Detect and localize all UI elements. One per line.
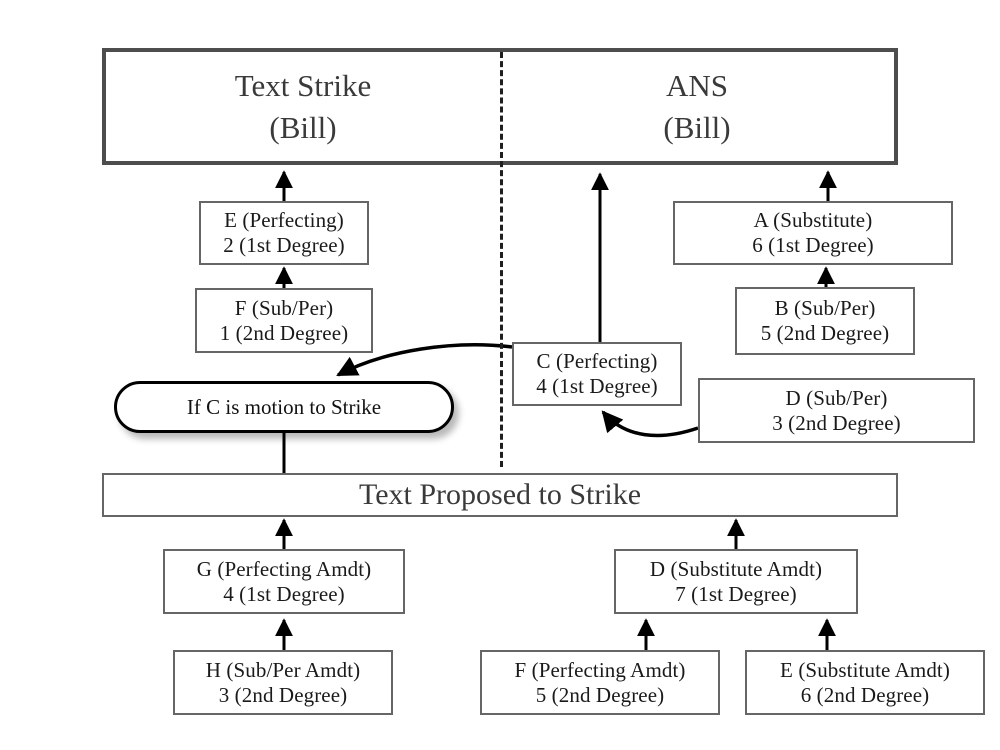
- header-ans-subtitle: (Bill): [663, 109, 731, 145]
- node-line-1: G (Perfecting Amdt): [196, 556, 372, 581]
- header-ans-title: ANS: [665, 67, 728, 103]
- mid-bar-label: Text Proposed to Strike: [358, 478, 642, 511]
- node-line-2: 5 (2nd Degree): [760, 321, 890, 345]
- node-c-perfecting: C (Perfecting) 4 (1st Degree): [512, 342, 682, 406]
- header-half-ans: ANS (Bill): [500, 52, 894, 161]
- node-line-2: 6 (1st Degree): [752, 233, 874, 257]
- node-line-1: B (Sub/Per): [774, 296, 876, 321]
- node-h-subper-amdt: H (Sub/Per Amdt) 3 (2nd Degree): [173, 650, 393, 715]
- callout-label: If C is motion to Strike: [186, 394, 382, 419]
- node-e-perfecting: E (Perfecting) 2 (1st Degree): [199, 201, 369, 265]
- node-line-2: 3 (2nd Degree): [772, 410, 901, 435]
- vertical-dashed-divider: [500, 52, 503, 467]
- node-line-1: H (Sub/Per Amdt): [205, 657, 361, 682]
- node-line-2: 6 (2nd Degree): [800, 682, 930, 707]
- node-a-substitute: A (Substitute) 6 (1st Degree): [673, 201, 953, 265]
- node-line-1: D (Substitute Amdt): [649, 556, 823, 581]
- node-line-2: 3 (2nd Degree): [218, 682, 348, 707]
- node-f-perfecting-amdt: F (Perfecting Amdt) 5 (2nd Degree): [480, 650, 720, 715]
- node-line-1: D (Sub/Per): [785, 385, 888, 410]
- header-text-strike-subtitle: (Bill): [269, 109, 337, 145]
- text-proposed-to-strike-bar: Text Proposed to Strike: [102, 473, 898, 517]
- node-line-2: 1 (2nd Degree): [219, 320, 349, 345]
- node-line-2: 2 (1st Degree): [223, 233, 345, 257]
- node-line-1: F (Perfecting Amdt): [514, 657, 686, 682]
- node-d-substitute-amdt: D (Substitute Amdt) 7 (1st Degree): [614, 549, 858, 614]
- header-text-strike-title: Text Strike: [234, 67, 372, 103]
- node-d-subper: D (Sub/Per) 3 (2nd Degree): [698, 378, 975, 443]
- node-line-2: 7 (1st Degree): [675, 581, 797, 606]
- node-line-1: E (Perfecting): [224, 208, 344, 233]
- header-half-text-strike: Text Strike (Bill): [106, 52, 500, 161]
- node-line-1: C (Perfecting): [536, 349, 658, 374]
- node-b-subper: B (Sub/Per) 5 (2nd Degree): [735, 287, 915, 355]
- node-line-2: 4 (1st Degree): [223, 581, 345, 606]
- node-line-1: E (Substitute Amdt): [780, 657, 950, 682]
- node-line-1: F (Sub/Per): [234, 295, 334, 320]
- node-line-1: A (Substitute): [753, 208, 873, 233]
- edge-d-to-c-curve: [601, 410, 699, 438]
- node-line-2: 4 (1st Degree): [536, 374, 658, 398]
- node-e-substitute-amdt: E (Substitute Amdt) 6 (2nd Degree): [745, 650, 985, 715]
- node-line-2: 5 (2nd Degree): [535, 682, 665, 707]
- node-g-perfecting-amdt: G (Perfecting Amdt) 4 (1st Degree): [163, 549, 405, 614]
- callout-if-c-is-motion-to-strike: If C is motion to Strike: [114, 381, 454, 433]
- node-f-subper: F (Sub/Per) 1 (2nd Degree): [195, 288, 373, 353]
